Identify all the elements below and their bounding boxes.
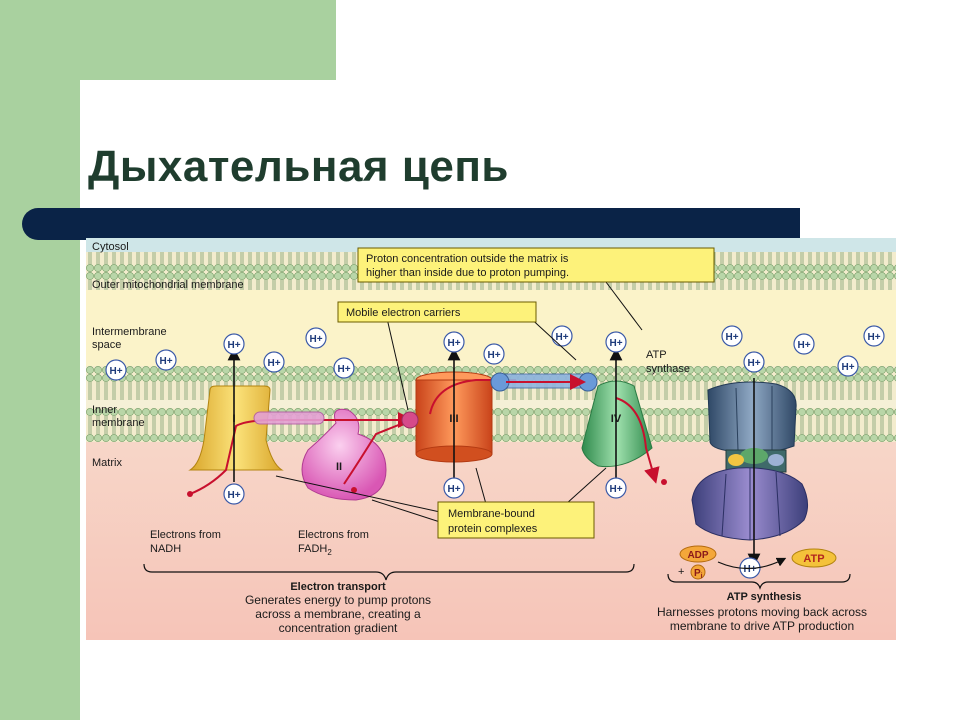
- label-intermembrane-1: Intermembrane: [92, 326, 167, 338]
- atp-synthesis-line2: membrane to drive ATP production: [670, 619, 854, 633]
- callout-bound-line1: Membrane-bound: [448, 508, 535, 520]
- proton-ion: H+: [837, 355, 859, 377]
- callout-membrane-bound: Membrane-bound protein complexes: [275, 467, 607, 539]
- svg-text:H+: H+: [743, 564, 756, 575]
- proton-ion: H+: [105, 359, 127, 381]
- title-underline-bar: [22, 208, 800, 240]
- slide-green-header-block: [0, 0, 336, 80]
- callout-mobile-carriers: Mobile electron carriers: [337, 301, 577, 411]
- svg-text:H+: H+: [609, 338, 622, 349]
- electrons-nadh-line1: Electrons from: [150, 529, 221, 541]
- proton-ion: H+: [305, 327, 327, 349]
- electron-transport-line1: Generates energy to pump protons: [245, 593, 431, 607]
- proton-ion: H+: [863, 325, 885, 347]
- svg-text:H+: H+: [447, 484, 460, 495]
- proton-ion: H+: [483, 343, 505, 365]
- mobile-carrier-cytc: [490, 372, 598, 392]
- label-cytosol: Cytosol: [92, 241, 129, 253]
- electron-transport-line2: across a membrane, creating a: [255, 607, 421, 621]
- proton-ion: H+: [743, 351, 765, 373]
- callout-proton-line2: higher than inside due to proton pumping…: [366, 267, 569, 279]
- callout-bound-line2: protein complexes: [448, 523, 538, 535]
- svg-text:H+: H+: [227, 340, 240, 351]
- proton-ion: H+: [223, 483, 245, 505]
- complex-II-label: II: [336, 461, 342, 473]
- svg-text:H+: H+: [487, 350, 500, 361]
- label-atp-synthase-2: synthase: [646, 363, 690, 375]
- atp-synthesis-brace: [667, 573, 851, 590]
- electrons-nadh-line2: NADH: [150, 543, 181, 555]
- svg-text:H+: H+: [841, 362, 854, 373]
- label-inner-1: Inner: [92, 404, 117, 416]
- svg-text:H+: H+: [797, 340, 810, 351]
- electrons-fadh-line2: FADH2: [298, 543, 332, 557]
- electron-transport-line3: concentration gradient: [279, 621, 398, 635]
- svg-text:H+: H+: [309, 334, 322, 345]
- svg-text:H+: H+: [227, 490, 240, 501]
- proton-ion: H+: [605, 331, 627, 353]
- proton-ion: H+: [443, 331, 465, 353]
- proton-ion: H+: [605, 477, 627, 499]
- atp-synthesis-line1: Harnesses protons moving back across: [657, 605, 867, 619]
- pi-plus: +: [678, 566, 684, 578]
- proton-pump-arrows: [227, 347, 761, 567]
- svg-text:H+: H+: [867, 332, 880, 343]
- atp-label: ATP: [803, 553, 824, 565]
- pi-label: Pi: [694, 568, 703, 580]
- callout-proton-concentration: Proton concentration outside the matrix …: [357, 247, 715, 331]
- slide-content-corner: [80, 80, 336, 200]
- label-intermembrane-2: space: [92, 339, 121, 351]
- callout-proton-line1: Proton concentration outside the matrix …: [366, 253, 569, 265]
- svg-text:H+: H+: [267, 358, 280, 369]
- label-matrix: Matrix: [92, 457, 122, 469]
- electron-transport-brace: [143, 563, 635, 581]
- proton-ion: H+: [155, 349, 177, 371]
- proton-ions: H+ H+ H+ H+ H+ H+ H+ H+ H+ H+ H+ H+ H+ H…: [105, 325, 885, 579]
- svg-text:H+: H+: [555, 332, 568, 343]
- proton-ion: H+: [263, 351, 285, 373]
- electrons-fadh-line1: Electrons from: [298, 529, 369, 541]
- electron-transport-title: Electron transport: [290, 581, 386, 593]
- atp-synthesis-title: ATP synthesis: [727, 591, 802, 603]
- proton-ion: H+: [223, 333, 245, 355]
- callout-mobile-text: Mobile electron carriers: [346, 307, 461, 319]
- respiratory-chain-diagram: Cytosol Outer mitochondrial membrane Int…: [86, 238, 896, 640]
- svg-text:H+: H+: [725, 332, 738, 343]
- slide-title: Дыхательная цепь: [88, 142, 509, 191]
- slide-green-sidebar: [0, 0, 80, 720]
- atp-reaction: ADP + Pi ATP: [678, 545, 837, 580]
- complex-II: II: [301, 408, 387, 501]
- adp-label: ADP: [687, 550, 708, 561]
- proton-ion: H+: [443, 477, 465, 499]
- label-inner-2: membrane: [92, 417, 145, 429]
- proton-ion: H+: [333, 357, 355, 379]
- svg-text:H+: H+: [747, 358, 760, 369]
- mobile-carrier-coq: [253, 411, 419, 429]
- svg-text:H+: H+: [447, 338, 460, 349]
- svg-text:H+: H+: [609, 484, 622, 495]
- proton-ion: H+: [551, 325, 573, 347]
- proton-ion: H+: [721, 325, 743, 347]
- svg-text:H+: H+: [159, 356, 172, 367]
- svg-text:H+: H+: [109, 366, 122, 377]
- label-outer-membrane: Outer mitochondrial membrane: [92, 279, 244, 291]
- proton-ion: H+: [793, 333, 815, 355]
- label-atp-synthase-1: ATP: [646, 349, 667, 361]
- svg-text:H+: H+: [337, 364, 350, 375]
